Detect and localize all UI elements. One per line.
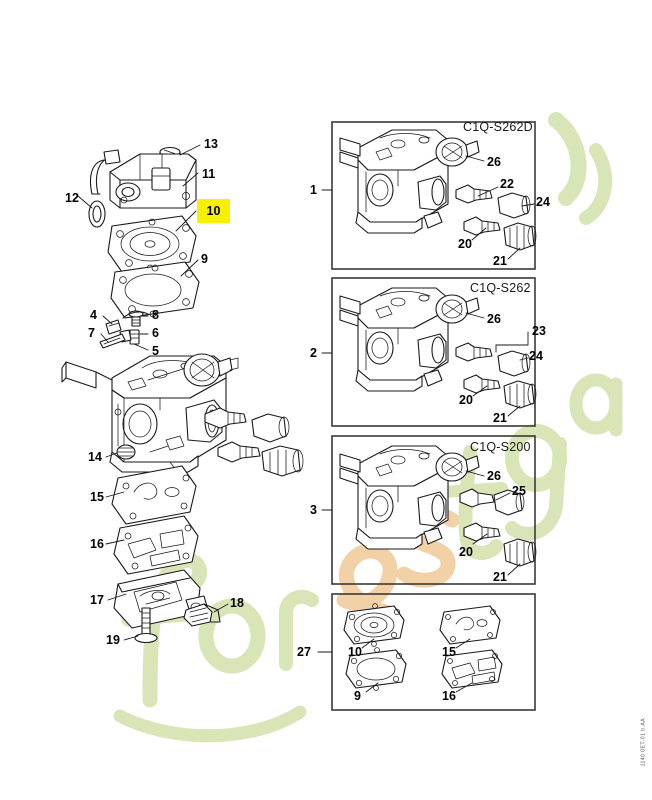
panel2-callout-21: 21 (493, 411, 507, 425)
panel-2-content (339, 287, 537, 417)
panel3-callout-20: 20 (459, 545, 473, 559)
panel3-callout-26: 26 (487, 469, 501, 483)
panel-code-c1q-s262: C1Q-S262 (470, 281, 531, 295)
gasket-16 (105, 515, 199, 575)
callout-18: 18 (230, 596, 244, 610)
highlighted-part-10[interactable]: 10 (197, 199, 230, 223)
needle-4 (105, 319, 122, 335)
panel-index-3: 3 (310, 503, 317, 517)
callout-11: 11 (202, 167, 216, 181)
kit-gasket-16 (441, 649, 503, 693)
callout-13: 13 (204, 137, 218, 151)
callout-19: 19 (106, 633, 120, 647)
drawing-id-label: 1140 0ET-01 b.AA (640, 718, 646, 767)
callout-14: 14 (88, 450, 102, 464)
choke-assembly-main (183, 353, 239, 387)
panel3-callout-21: 21 (493, 570, 507, 584)
panel3-callout-25: 25 (512, 484, 526, 498)
part-14 (105, 444, 136, 460)
panel-index-2: 2 (310, 346, 317, 360)
panel1-callout-24: 24 (536, 195, 550, 209)
lever-7 (99, 333, 126, 349)
callout-4: 4 (90, 308, 97, 322)
panel-index-1: 1 (310, 183, 317, 197)
callout-5: 5 (152, 344, 159, 358)
panel-code-c1q-s262d: C1Q-S262D (463, 120, 533, 134)
panel-index-27: 27 (297, 645, 311, 659)
callout-9: 9 (201, 252, 208, 266)
panel1-callout-22: 22 (500, 177, 514, 191)
small-parts-group (99, 310, 149, 351)
part-6 (129, 329, 140, 345)
panel2-callout-26: 26 (487, 312, 501, 326)
kit-diaphragm-15 (439, 605, 501, 649)
kit-diaphragm-10 (343, 603, 405, 649)
panel1-callout-26: 26 (487, 155, 501, 169)
panel27-callout-16: 16 (442, 689, 456, 703)
panel27-callout-10: 10 (348, 645, 362, 659)
panel2-callout-20: 20 (459, 393, 473, 407)
callout-7: 7 (88, 326, 95, 340)
diaphragm-15 (105, 465, 197, 525)
diaphragm-10 (107, 215, 197, 273)
panel-3-content (339, 445, 537, 576)
callout-17: 17 (90, 593, 104, 607)
kit-gasket-9 (345, 647, 407, 693)
gasket-9 (110, 261, 200, 319)
panel2-callout-23: 23 (532, 324, 546, 338)
callout-8: 8 (152, 308, 159, 322)
panel27-callout-9: 9 (354, 689, 361, 703)
panel1-callout-20: 20 (458, 237, 472, 251)
adjust-needles-main (204, 407, 304, 477)
callout-12: 12 (65, 191, 79, 205)
panel-27-content (343, 603, 503, 693)
pump-body-11 (89, 149, 197, 209)
panel-1-content (339, 129, 537, 260)
panel2-callout-24: 24 (529, 349, 543, 363)
callout-16: 16 (90, 537, 104, 551)
panel-code-c1q-s200: C1Q-S200 (470, 440, 531, 454)
panel1-callout-21: 21 (493, 254, 507, 268)
oring-12 (88, 200, 106, 228)
callout-6: 6 (152, 326, 159, 340)
highlight-label: 10 (206, 204, 221, 218)
pump-cover-group (77, 144, 201, 319)
panel27-callout-15: 15 (442, 645, 456, 659)
callout-15: 15 (90, 490, 104, 504)
